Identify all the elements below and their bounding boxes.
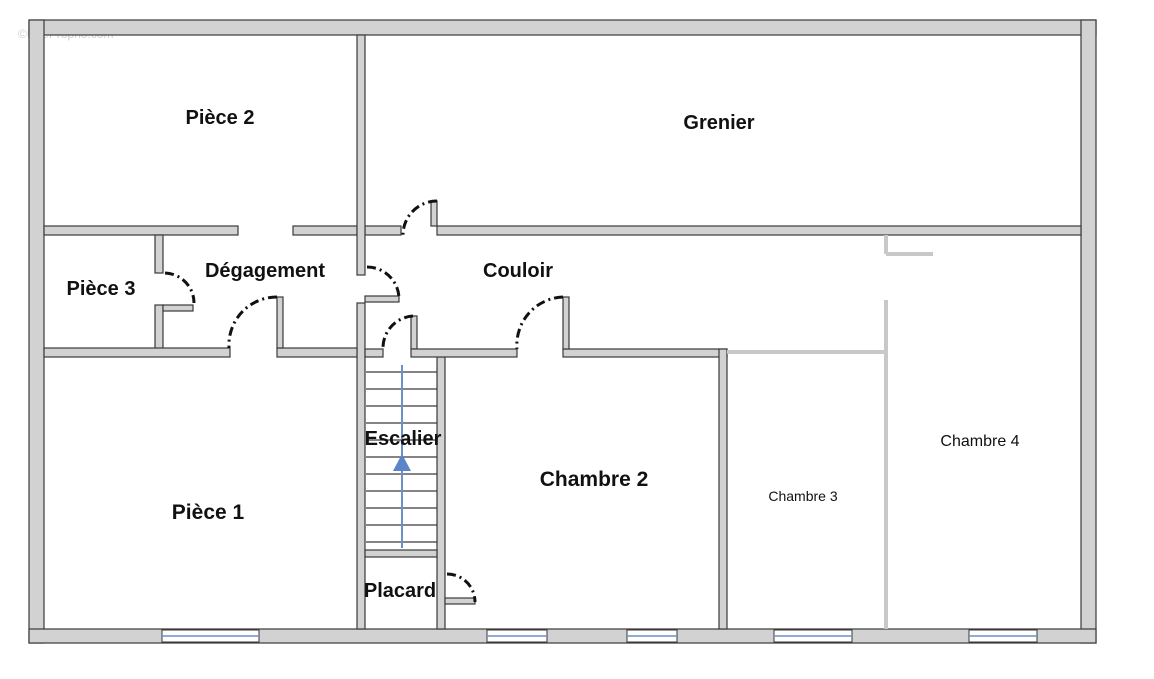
- wall-placard-top: [364, 549, 438, 558]
- light-partitions: [727, 235, 933, 629]
- wall-piece3-right-bottom: [154, 304, 164, 350]
- wall-chambre2-top-right: [562, 348, 728, 358]
- outer-wall-right: [1080, 19, 1097, 644]
- door-arc-chambre2: [515, 295, 564, 350]
- wall-stair-right: [436, 356, 446, 630]
- door-arc-degagement: [366, 265, 401, 299]
- door-arc-stair: [381, 314, 414, 350]
- label-grenier: Grenier: [683, 112, 754, 134]
- door-arc-placard: [446, 572, 477, 603]
- wall-grenier-bottom-left: [364, 225, 402, 236]
- door-arc-piece1: [227, 295, 278, 349]
- wall-chambre2-top-left: [410, 348, 518, 358]
- label-piece3: Pièce 3: [67, 278, 136, 300]
- wall-piece2-bottom-right: [292, 225, 358, 236]
- wall-center-upper: [356, 34, 366, 276]
- label-chambre4: Chambre 4: [940, 433, 1019, 450]
- door-leaf-degagement: [364, 295, 400, 303]
- label-chambre3: Chambre 3: [768, 488, 837, 504]
- wall-grenier-bottom-right: [436, 225, 1082, 236]
- outer-wall-top: [28, 19, 1097, 36]
- door-leaf-stair: [410, 315, 418, 350]
- door-arcs: [164, 199, 564, 603]
- label-piece1: Pièce 1: [172, 501, 245, 524]
- label-piece2: Pièce 2: [186, 107, 255, 129]
- wall-chambre2-right: [718, 348, 728, 630]
- label-escalier: Escalier: [365, 428, 442, 450]
- door-leaf-grenier: [430, 200, 438, 227]
- wall-center-lower: [356, 302, 366, 630]
- label-chambre2: Chambre 2: [540, 468, 649, 491]
- door-leaf-piece3: [162, 304, 194, 312]
- label-placard: Placard: [364, 580, 436, 602]
- staircase: [366, 365, 437, 548]
- stair-arrow-up-icon: [393, 454, 411, 471]
- wall-piece2-bottom-left: [43, 225, 239, 236]
- label-degagement: Dégagement: [205, 260, 325, 282]
- door-leaf-piece1: [276, 296, 284, 349]
- door-leaf-chambre2: [562, 296, 570, 350]
- label-couloir: Couloir: [483, 260, 553, 282]
- wall-stair-top-left: [364, 348, 384, 358]
- outer-wall-left: [28, 19, 45, 644]
- windows: [161, 629, 1038, 643]
- wall-piece3-right-top: [154, 234, 164, 274]
- room-labels: Pièce 2 Grenier Pièce 3 Dégagement Coulo…: [67, 107, 1020, 602]
- door-leaf-placard: [444, 597, 476, 605]
- wall-piece1-top-left: [43, 347, 231, 358]
- door-arc-grenier: [401, 199, 438, 236]
- door-arc-piece3: [164, 271, 196, 304]
- walls: [28, 19, 1097, 644]
- wall-piece1-top-right: [276, 347, 358, 358]
